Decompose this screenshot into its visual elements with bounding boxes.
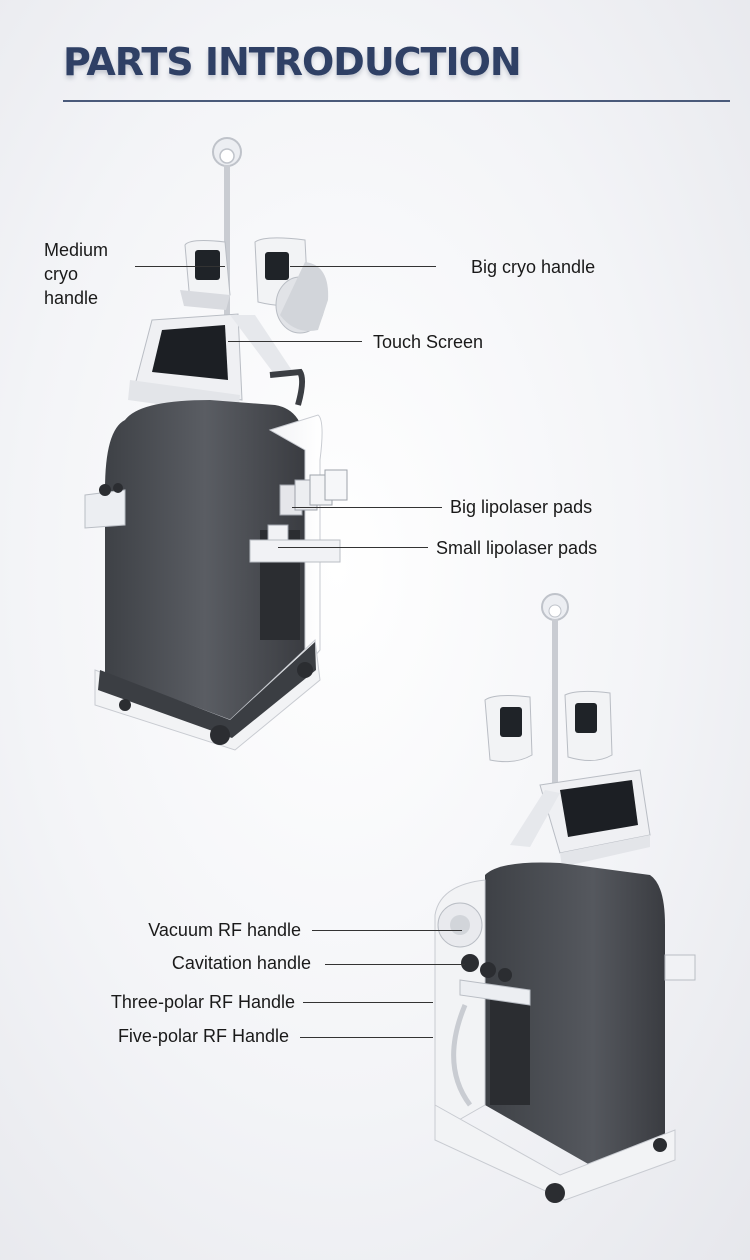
wheels bbox=[119, 662, 313, 745]
leader-big-lipolaser-pads bbox=[292, 507, 442, 508]
page-title: PARTS INTRODUCTION bbox=[63, 40, 522, 84]
label-medium-cryo-handle: Medium cryo handle bbox=[44, 238, 108, 310]
touch-screen bbox=[510, 769, 651, 867]
label-three-polar-rf-handle: Three-polar RF Handle bbox=[110, 992, 295, 1012]
side-holder bbox=[84, 483, 126, 529]
touch-screen bbox=[128, 313, 295, 415]
label-vacuum-rf-handle: Vacuum RF handle bbox=[148, 920, 301, 940]
lipolaser-pads bbox=[249, 469, 348, 563]
medium-cryo-handle bbox=[180, 240, 231, 310]
label-medium-cryo-line2: cryo bbox=[44, 264, 79, 284]
leader-three-polar-rf-handle bbox=[303, 1002, 433, 1003]
big-cryo-handle bbox=[254, 237, 329, 334]
wheels bbox=[545, 1138, 667, 1203]
leader-big-cryo-handle bbox=[290, 266, 436, 267]
hanger-hook bbox=[541, 593, 569, 789]
leader-touch-screen bbox=[228, 341, 362, 342]
label-medium-cryo-line3: handle bbox=[44, 288, 99, 308]
label-five-polar-rf-handle: Five-polar RF Handle bbox=[117, 1026, 289, 1046]
leader-cavitation-handle bbox=[325, 964, 465, 965]
leader-medium-cryo-handle bbox=[135, 266, 225, 267]
leader-five-polar-rf-handle bbox=[300, 1037, 433, 1038]
machine-body bbox=[94, 368, 323, 751]
machine-side-view bbox=[434, 593, 696, 1203]
label-small-lipolaser-pads: Small lipolaser pads bbox=[436, 538, 598, 558]
label-medium-cryo-line1: Medium bbox=[44, 240, 109, 260]
cryo-handles bbox=[484, 690, 613, 763]
label-touch-screen: Touch Screen bbox=[373, 332, 484, 352]
machine-front-view bbox=[84, 137, 348, 751]
leader-small-lipolaser-pads bbox=[278, 547, 428, 548]
label-big-lipolaser-pads: Big lipolaser pads bbox=[450, 497, 593, 517]
rf-handles bbox=[437, 902, 531, 1107]
leader-vacuum-rf-handle bbox=[312, 930, 462, 931]
label-cavitation-handle: Cavitation handle bbox=[171, 953, 311, 973]
title-underline bbox=[63, 100, 730, 102]
label-big-cryo-handle: Big cryo handle bbox=[471, 257, 596, 277]
